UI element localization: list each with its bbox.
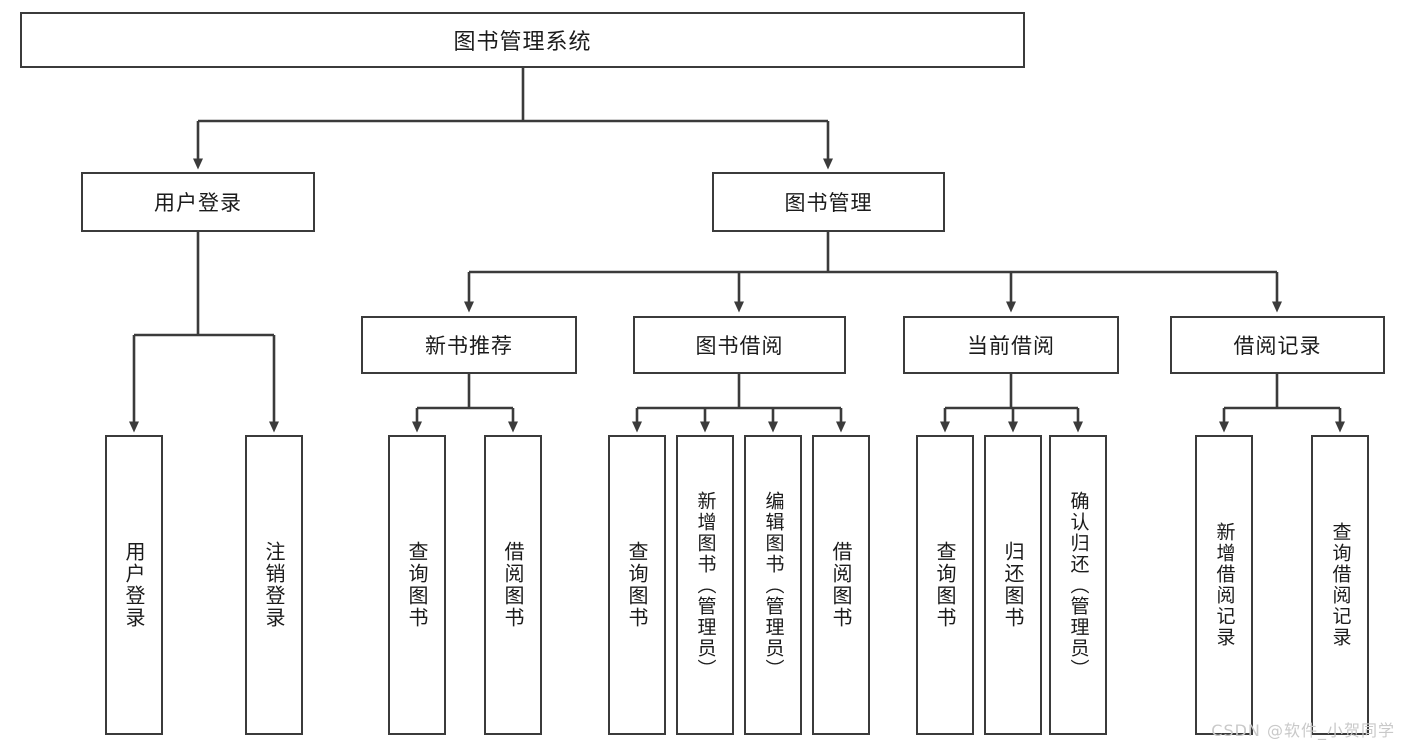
leaf-query-book-borrow[interactable]: 查询图书 — [608, 435, 666, 735]
node-label: 新增图书（管理员） — [694, 490, 717, 680]
node-book-management[interactable]: 图书管理 — [712, 172, 945, 232]
node-label: 当前借阅 — [967, 334, 1055, 358]
node-label: 确认归还（管理员） — [1067, 490, 1090, 680]
node-label: 新书推荐 — [425, 334, 513, 358]
leaf-query-book-recommend[interactable]: 查询图书 — [388, 435, 446, 735]
leaf-edit-book-admin[interactable]: 编辑图书（管理员） — [744, 435, 802, 735]
node-label: 编辑图书（管理员） — [762, 490, 785, 680]
csdn-watermark: CSDN @软件_小贺同学 — [1211, 721, 1395, 740]
node-label: 借阅记录 — [1233, 334, 1322, 358]
leaf-query-book-current[interactable]: 查询图书 — [916, 435, 974, 735]
node-label: 查询图书 — [405, 541, 429, 629]
node-label: 图书管理系统 — [453, 30, 592, 55]
node-book-borrow[interactable]: 图书借阅 — [633, 316, 846, 374]
leaf-add-borrow-record[interactable]: 新增借阅记录 — [1195, 435, 1253, 735]
node-label: 查询图书 — [933, 541, 957, 629]
leaf-return-book[interactable]: 归还图书 — [984, 435, 1042, 735]
node-label: 查询图书 — [625, 541, 649, 629]
node-label: 归还图书 — [1001, 541, 1025, 629]
node-label: 用户登录 — [122, 541, 146, 629]
node-label: 注销登录 — [262, 541, 286, 629]
node-borrow-record[interactable]: 借阅记录 — [1170, 316, 1385, 374]
leaf-user-logout[interactable]: 注销登录 — [245, 435, 303, 735]
node-current-borrow[interactable]: 当前借阅 — [903, 316, 1119, 374]
node-label: 图书借阅 — [695, 334, 784, 358]
leaf-user-login[interactable]: 用户登录 — [105, 435, 163, 735]
node-user-login[interactable]: 用户登录 — [81, 172, 315, 232]
node-label: 用户登录 — [154, 191, 242, 215]
leaf-borrow-book[interactable]: 借阅图书 — [812, 435, 870, 735]
node-label: 查询借阅记录 — [1329, 522, 1352, 648]
node-new-book-recommend[interactable]: 新书推荐 — [361, 316, 577, 374]
node-label: 图书管理 — [784, 191, 873, 215]
node-label: 新增借阅记录 — [1213, 522, 1236, 648]
leaf-query-borrow-record[interactable]: 查询借阅记录 — [1311, 435, 1369, 735]
node-label: 借阅图书 — [501, 541, 525, 629]
node-root-book-management-system[interactable]: 图书管理系统 — [20, 12, 1025, 68]
leaf-add-book-admin[interactable]: 新增图书（管理员） — [676, 435, 734, 735]
node-label: 借阅图书 — [829, 541, 853, 629]
leaf-borrow-book-recommend[interactable]: 借阅图书 — [484, 435, 542, 735]
leaf-confirm-return-admin[interactable]: 确认归还（管理员） — [1049, 435, 1107, 735]
